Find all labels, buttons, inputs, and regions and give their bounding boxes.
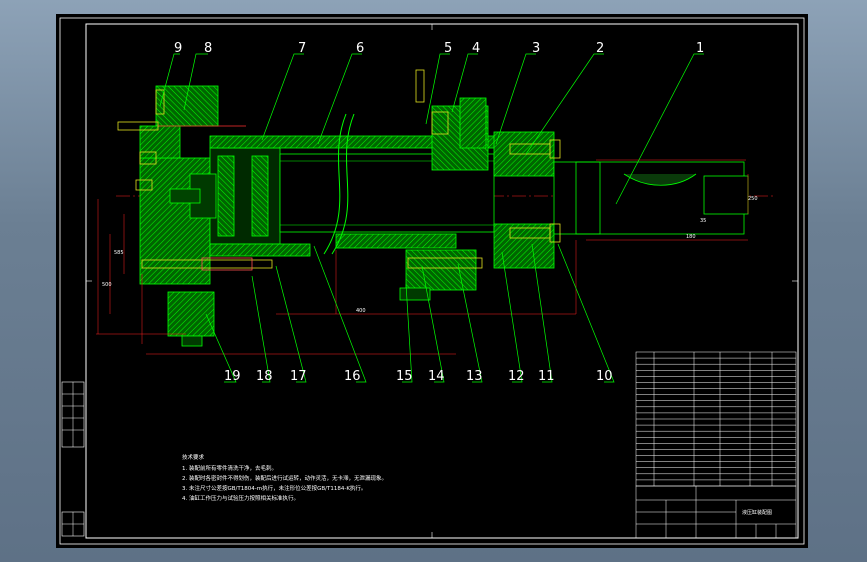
note-line: 3. 未注尺寸公差按GB/T1804-m执行，未注形位公差按GB/T1184-K…	[182, 484, 366, 492]
title-block-title: 液压缸装配图	[742, 509, 772, 516]
dimension-text: 250	[748, 196, 758, 202]
part-label: 16	[344, 369, 361, 384]
part-label: 5	[444, 41, 452, 56]
assembly-drawing: 9 8 7 6 5 4 3 2 1 19 18 17 16 15 14 13 12 11 10 400 180 585…	[59, 17, 805, 545]
part-labels-bottom: 19 18 17 16 15 14 13 12 11 10	[224, 369, 613, 384]
part-label: 1	[696, 41, 704, 56]
drawing-frame	[59, 17, 805, 545]
title-block	[635, 485, 797, 539]
note-line: 2. 装配时各密封件不得划伤，装配后进行试运转，动作灵活，无卡滞，无泄漏现象。	[182, 474, 387, 482]
part-label: 7	[298, 41, 306, 56]
parts-list-table	[635, 351, 797, 487]
part-label: 11	[538, 369, 555, 384]
bolts	[117, 69, 561, 271]
part-label: 10	[596, 369, 613, 384]
dimension-text: 35	[700, 218, 706, 224]
part-labels-top: 9 8 7 6 5 4 3 2 1	[174, 41, 704, 56]
part-label: 14	[428, 369, 445, 384]
dimension-texts: 400 180 585 500 35 250	[102, 196, 758, 314]
dimension-text: 400	[356, 308, 366, 314]
notes-heading: 技术要求	[182, 453, 205, 461]
part-label: 6	[356, 41, 364, 56]
part-label: 15	[396, 369, 413, 384]
part-label: 19	[224, 369, 241, 384]
part-label: 12	[508, 369, 525, 384]
note-line: 1. 装配前所有零件清洗干净，去毛刺。	[182, 464, 277, 472]
dimension-text: 180	[686, 234, 696, 240]
note-line: 4. 油缸工作压力与试验压力按照相关标准执行。	[182, 494, 299, 502]
part-label: 4	[472, 41, 480, 56]
technical-notes: 技术要求 1. 装配前所有零件清洗干净，去毛刺。 2. 装配时各密封件不得划伤，…	[182, 453, 387, 502]
part-label: 17	[290, 369, 307, 384]
dimension-text: 500	[102, 282, 112, 288]
part-label: 3	[532, 41, 540, 56]
part-label: 13	[466, 369, 483, 384]
part-label: 9	[174, 41, 182, 56]
part-label: 8	[204, 41, 212, 56]
part-label: 2	[596, 41, 604, 56]
cylinder-assembly	[139, 85, 749, 347]
leader-lines	[159, 53, 704, 383]
drawing-canvas[interactable]: 9 8 7 6 5 4 3 2 1 19 18 17 16 15 14 13 12 11 10 400 180 585…	[56, 14, 808, 548]
part-label: 18	[256, 369, 273, 384]
dimension-text: 585	[114, 250, 124, 256]
